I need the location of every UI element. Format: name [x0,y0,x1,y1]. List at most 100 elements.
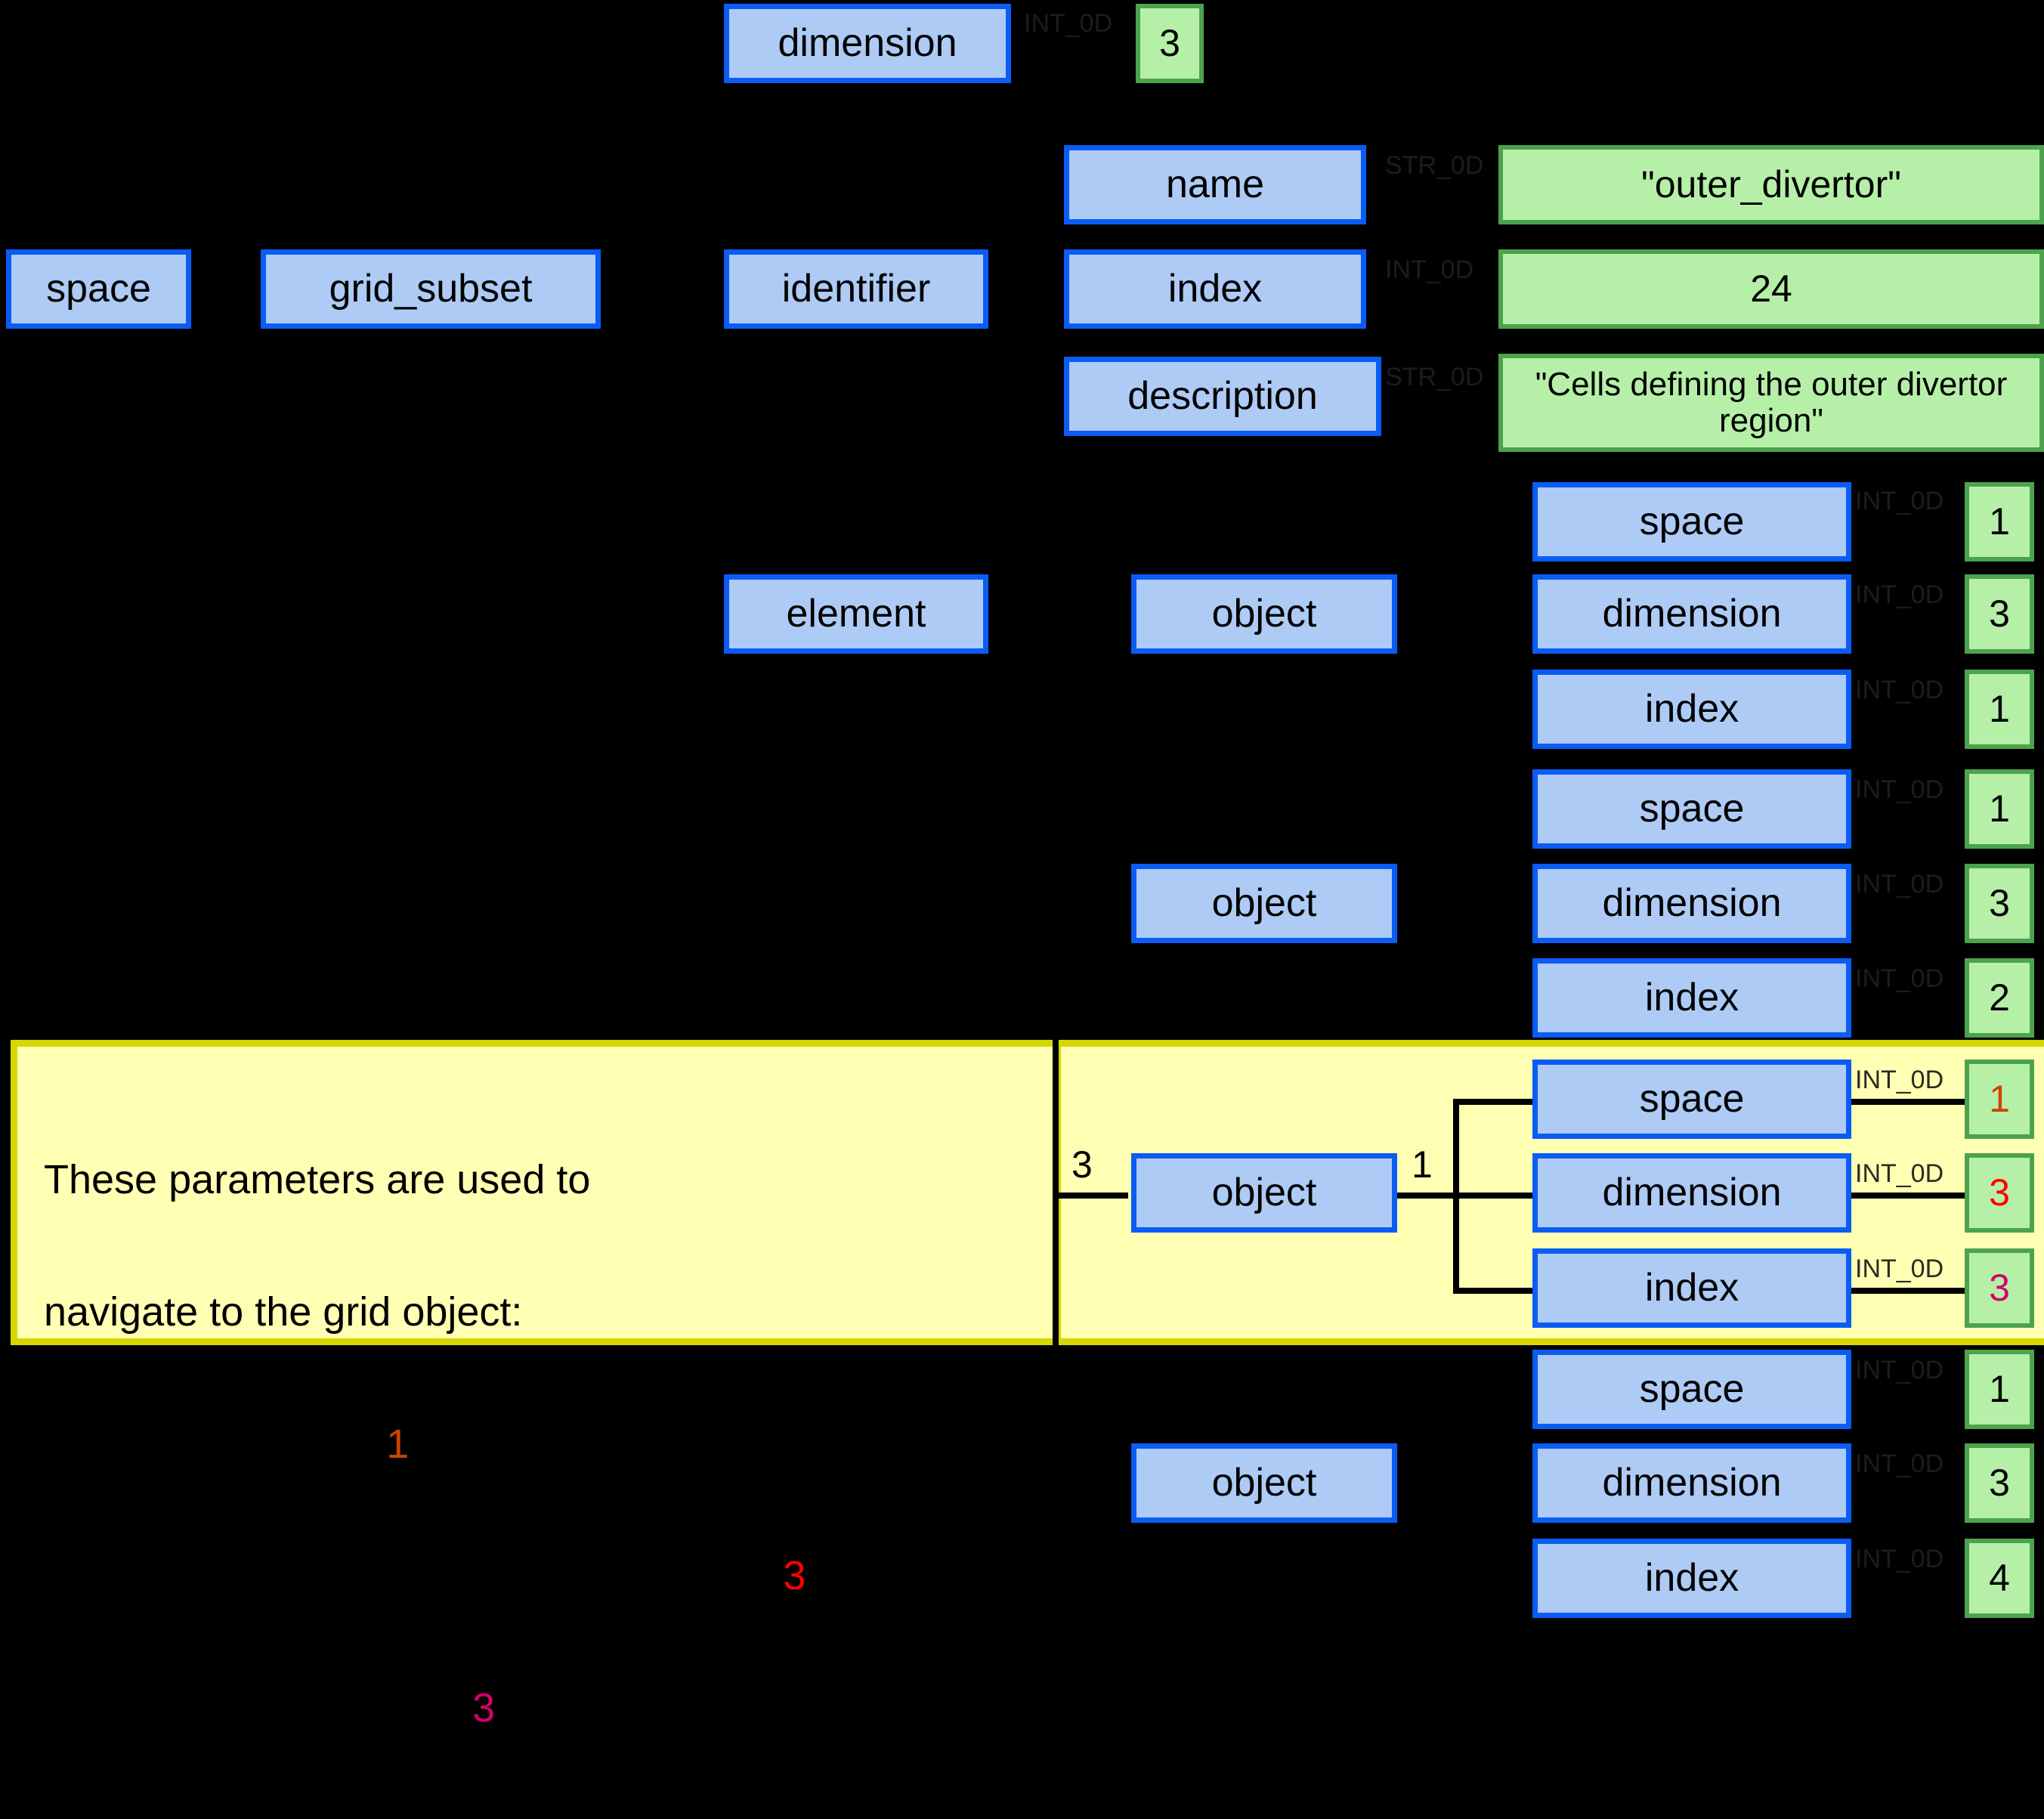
connector-to-object3 [1053,1193,1128,1199]
diagram-canvas: These parameters are used to navigate to… [6,4,2044,1731]
node-o4-index[interactable]: index [1532,1539,1851,1618]
callout-line-3-suffix: ) [409,1421,423,1467]
node-space-root[interactable]: space [6,249,191,329]
type-label-int0d-dimension-top: INT_0D [1024,9,1113,38]
node-label: dimension [1602,592,1782,636]
callout-line-4-number: 3 [783,1553,806,1599]
type-label-int0d-o2-index: INT_0D [1855,964,1944,993]
type-label-int0d-o1-dimension: INT_0D [1855,580,1944,609]
connector-description-value [1366,397,1498,403]
callout-line-2: navigate to the grid object: [44,1288,523,1335]
node-o3-dimension[interactable]: dimension [1532,1153,1851,1233]
connector-o3-index-val [1848,1288,1965,1294]
callout-text: These parameters are used to navigate to… [44,1069,819,1818]
node-name[interactable]: name [1064,145,1366,224]
value-o1-dimension: 3 [1965,574,2034,654]
value-text: "Cells defining the outer divertor regio… [1535,365,2008,439]
value-text: 3 [1989,1171,2010,1214]
value-description: "Cells defining the outer divertor regio… [1498,354,2044,452]
type-label-int0d-o1-index: INT_0D [1855,676,1944,704]
value-index: 24 [1498,249,2044,329]
callout-line-3-prefix: grid_ggd(1).space( [44,1421,387,1467]
connector-o2-space [1453,809,1536,815]
connector-to-description [1035,397,1073,403]
value-name: "outer_divertor" [1498,145,2044,224]
connector-o1-dimension-val [1848,614,1965,620]
node-label: description [1127,374,1318,419]
callout-line-5-prefix: .object( [339,1685,473,1731]
callout-line-4-prefix: .objects_per_dimension( [339,1553,784,1599]
node-label: dimension [778,21,957,66]
connector-o2-space-val [1848,809,1965,815]
node-label: index [1644,1266,1739,1310]
connector-o2-dimension-val [1848,903,1965,909]
value-text: 1 [1989,1078,2010,1120]
type-label-int0d-o1-space: INT_0D [1855,487,1944,515]
node-element[interactable]: element [724,574,988,654]
node-object-1[interactable]: object [1131,574,1397,654]
callout-line-5-number: 3 [472,1685,496,1731]
node-o4-dimension[interactable]: dimension [1532,1443,1851,1523]
node-o4-space[interactable]: space [1532,1350,1851,1429]
value-text: 4 [1989,1557,2010,1599]
node-label: dimension [1602,1461,1782,1505]
connector-object2-out [1396,903,1453,909]
connector-object4-out [1396,1483,1453,1489]
node-o3-space[interactable]: space [1532,1060,1851,1139]
callout-line-3-number: 1 [386,1421,410,1467]
connector-highlight-vert [1053,1040,1059,1345]
connector-to-object4 [1053,1483,1128,1489]
node-o1-space[interactable]: space [1532,482,1851,561]
type-label-int0d-o2-space: INT_0D [1855,775,1944,804]
connector-object3-out [1396,1193,1453,1199]
node-identifier[interactable]: identifier [724,249,988,329]
node-grid-subset[interactable]: grid_subset [261,249,601,329]
node-label: identifier [781,267,931,311]
node-o1-dimension[interactable]: dimension [1532,574,1851,654]
connector-o2-index [1453,998,1536,1004]
connector-o1-space-val [1848,520,1965,526]
connector-identifier-out [990,289,1035,295]
node-o2-index[interactable]: index [1532,958,1851,1038]
node-object-4[interactable]: object [1131,1443,1397,1523]
connector-o3-space-val [1848,1099,1965,1105]
node-label: space [1639,1367,1745,1412]
node-o2-space[interactable]: space [1532,769,1851,849]
value-text: 3 [1159,22,1180,64]
connector-to-dimension-top [642,42,725,48]
node-label: object [1211,592,1317,636]
node-o2-dimension[interactable]: dimension [1532,864,1851,943]
value-text: 3 [1989,1267,2010,1309]
connector-dimension-value [1009,42,1137,48]
value-text: 3 [1989,882,2010,924]
node-dimension-top[interactable]: dimension [724,4,1011,83]
node-label: index [1644,1556,1739,1601]
connector-to-identifier [642,289,725,295]
value-o1-space: 1 [1965,482,2034,561]
connector-o1-dimension [1453,614,1536,620]
connector-index-value [1366,289,1498,295]
value-o1-index: 1 [1965,670,2034,749]
connector-to-index [1035,289,1073,295]
connector-o2-index-val [1848,998,1965,1004]
node-label: grid_subset [329,267,533,311]
node-o3-index[interactable]: index [1532,1248,1851,1328]
connector-to-name [1035,185,1073,191]
value-text: "outer_divertor" [1641,163,1901,206]
connector-o4-dimension [1453,1483,1536,1489]
value-o4-index: 4 [1965,1539,2034,1618]
connector-o4-space-val [1848,1389,1965,1395]
node-label: space [46,267,151,311]
node-label: object [1211,881,1317,926]
node-object-2[interactable]: object [1131,864,1397,943]
node-o1-index[interactable]: index [1532,670,1851,749]
type-label-int0d-o3-dimension: INT_0D [1855,1159,1944,1188]
type-label-int0d-o4-index: INT_0D [1855,1545,1944,1573]
connector-name-value [1366,185,1498,191]
node-description[interactable]: description [1064,357,1381,436]
node-object-3[interactable]: object [1131,1153,1397,1233]
node-index[interactable]: index [1064,249,1366,329]
connector-o3-dimension-val [1848,1193,1965,1199]
connector-object1-out [1396,614,1453,620]
value-o3-index: 3 [1965,1248,2034,1328]
